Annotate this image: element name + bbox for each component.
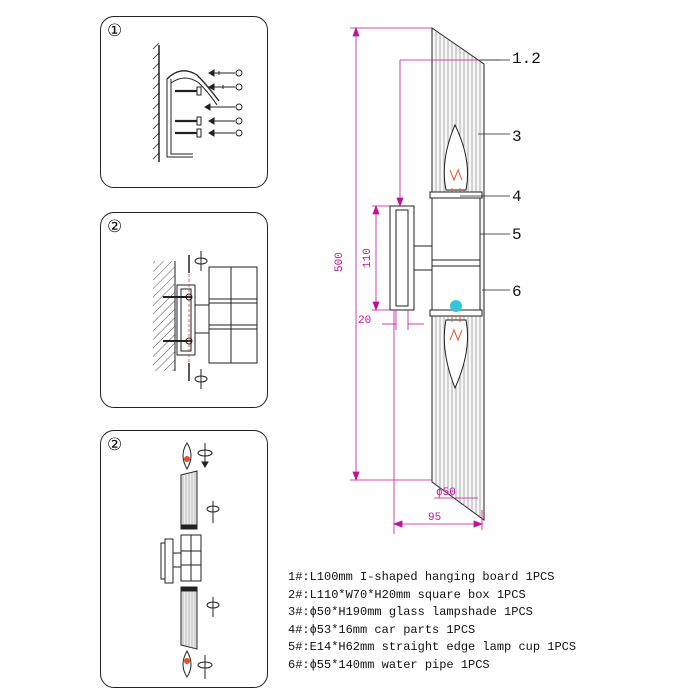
- step-2a-label: ②: [107, 217, 123, 237]
- step-2b-panel: ②: [100, 430, 268, 688]
- step-1-panel: ①: [100, 16, 268, 188]
- bracket-mounting-illustration: [152, 42, 243, 162]
- dimension-phi50: ϕ50: [436, 487, 456, 499]
- step-2b-label: ②: [107, 435, 123, 455]
- dimension-20: 20: [358, 315, 372, 327]
- step-1-label: ①: [107, 21, 123, 41]
- callout-6: 6: [512, 283, 522, 301]
- callout-4: 4: [512, 188, 522, 206]
- dimension-95: 95: [428, 512, 442, 524]
- parts-list-item: 5#:E14*H62mm straight edge lamp cup 1PCS: [288, 640, 577, 655]
- box-fixing-illustration: [153, 251, 258, 389]
- step-2a-panel: ②: [100, 212, 268, 408]
- parts-list-item: 6#:ϕ55*140mm water pipe 1PCS: [288, 657, 490, 672]
- callout-5: 5: [512, 226, 522, 244]
- callout-1-2: 1.2: [512, 50, 541, 68]
- parts-list-item: 1#:L100mm I-shaped hanging board 1PCS: [288, 570, 555, 584]
- parts-list-item: 2#:L110*W70*H20mm square box 1PCS: [288, 587, 526, 602]
- dimension-500: 500: [334, 252, 346, 272]
- callout-3: 3: [512, 128, 522, 146]
- lamp-elevation-drawing: [350, 26, 510, 534]
- dimension-110: 110: [362, 248, 374, 268]
- parts-list: 1#:L100mm I-shaped hanging board 1PCS 2#…: [288, 569, 576, 675]
- parts-list-item: 4#:ϕ53*16mm car parts 1PCS: [288, 622, 476, 637]
- exploded-lamp-illustration: [160, 442, 220, 679]
- parts-list-item: 3#:ϕ50*H190mm glass lampshade 1PCS: [288, 605, 533, 620]
